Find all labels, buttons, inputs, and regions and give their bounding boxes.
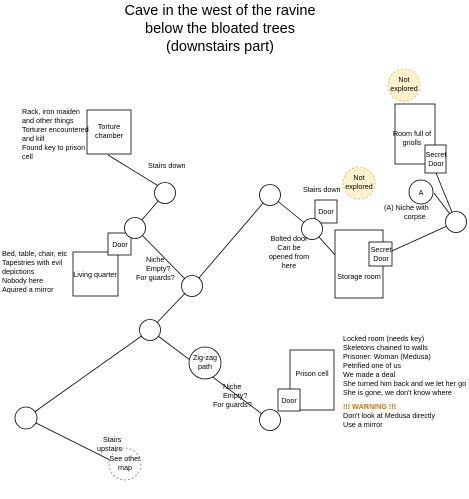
stairs-upstairs-label-2: upstairs (97, 444, 123, 453)
warning-line: Use a mirror (343, 420, 383, 429)
niche-corpse-label-1: (A) Niche with (384, 203, 429, 212)
prison-note-line: Prisoner: Woman (Medusa) (343, 352, 431, 361)
gnolls-room-label-1: Room full of (393, 129, 431, 138)
path-torture-to-junction (107, 154, 166, 191)
niche-label-1a: Niche (146, 255, 164, 264)
prison-note-line: She turned him back and we let her go (343, 379, 467, 388)
not-explored-label-4: explored (345, 182, 373, 191)
torture-note-line: cell (22, 152, 33, 161)
torture-chamber-room (86, 109, 132, 155)
niche-a-label: A (419, 188, 424, 197)
torture-chamber-label-1: Torture (98, 122, 120, 131)
zigzag-label-2: path (198, 362, 212, 371)
junction-circle (301, 218, 323, 240)
gnolls-secret-door-label-1: Secret (426, 150, 447, 159)
see-other-map-label-2: map (118, 463, 132, 472)
storage-secret-door-label-1: Secret (371, 245, 392, 254)
torture-note-line: and kill (22, 134, 45, 143)
title-line-2: below the bloated trees (145, 21, 295, 37)
living-door-label: Door (112, 240, 128, 249)
zigzag-circle (188, 346, 222, 380)
junction-circle (259, 184, 281, 206)
not-explored-label-2: explored (390, 84, 418, 93)
junction-circle (139, 319, 161, 341)
gnolls-secret-door-label-2: Door (428, 159, 444, 168)
torture-note: Rack, iron maiden and other things Tortu… (22, 107, 89, 161)
not-explored-circle-door (342, 166, 376, 200)
warning-line: Don't look at Medusa directly (343, 411, 436, 420)
torture-note-line: and other things (22, 116, 74, 125)
zigzag-label-1: Zig-zag (193, 353, 217, 362)
prison-door (277, 388, 301, 412)
bolted-door-note-4: here (282, 261, 296, 270)
living-quarter-label: Living quarter (73, 270, 117, 279)
diagram-title: Cave in the west of the ravine below the… (95, 2, 345, 56)
living-note: Bed, table, chair, etc Tapestries with e… (2, 249, 67, 294)
storage-secret-door (368, 241, 393, 267)
niche-label-2b: Empty? (223, 391, 247, 400)
prison-note-line: Petrified one of us (343, 361, 401, 370)
junction-circle (181, 275, 203, 297)
living-note-line: Aquired a mirror (2, 285, 54, 294)
torture-note-line: Torturer encountered (22, 125, 89, 134)
prison-note-line: We made a deal (343, 370, 396, 379)
junction-circle (259, 409, 281, 431)
niche-a-circle (408, 179, 434, 205)
prison-cell-label: Prison cell (295, 369, 329, 378)
stairs-down-label-1: Stairs down (148, 161, 186, 170)
bolted-door-note-1: Bolted door (271, 234, 308, 243)
living-note-line: Nobody here (2, 276, 44, 285)
title-line-1: Cave in the west of the ravine (124, 3, 316, 19)
junction-circle (14, 406, 38, 430)
stairs-upstairs-label-1: Stairs (103, 435, 122, 444)
prison-note-line: She is gone, we don't know where (343, 388, 452, 397)
bolted-door-box (314, 199, 338, 224)
storage-room-label: Storage room (337, 272, 381, 281)
prison-note-line: Skeletons chained to walls (343, 343, 428, 352)
path-living-to-niche (134, 227, 193, 287)
junction-circle (154, 182, 176, 204)
prison-note: Locked room (needs key) Skeletons chaine… (343, 334, 466, 429)
living-note-line: Bed, table, chair, etc (2, 249, 68, 258)
torture-note-line: Found key to prison (22, 143, 86, 152)
niche-label-2c: For guards? (213, 400, 252, 409)
junction-circle (445, 211, 467, 233)
torture-note-line: Rack, iron maiden (22, 107, 80, 116)
living-door (107, 232, 132, 256)
living-note-line: depictions (2, 267, 35, 276)
living-quarter-room (72, 251, 119, 297)
see-other-map-label-1: See other (109, 454, 141, 463)
not-explored-circle-gnolls (387, 68, 421, 102)
niche-label-1b: Empty? (146, 264, 170, 273)
see-other-map-circle (108, 447, 142, 481)
niche-corpse-label-2: corpse (404, 212, 426, 221)
prison-note-line: Locked room (needs key) (343, 334, 425, 343)
path-to-lower-left (25, 329, 151, 419)
junction-circle (124, 217, 146, 239)
path-storage-to-junction (382, 221, 457, 256)
gnolls-room-label-2: gnolls (403, 138, 422, 147)
not-explored-label-3: Not (353, 173, 364, 182)
torture-chamber-label-2: chamber (95, 131, 124, 140)
prison-door-label: Door (281, 396, 297, 405)
bolted-door-label: Door (318, 207, 334, 216)
title-line-3: (downstairs part) (166, 39, 274, 55)
path-niche-to-stairs (191, 194, 271, 287)
warning-title: !!! WARNING !!! (343, 402, 397, 411)
not-explored-label-1: Not (398, 75, 409, 84)
stairs-down-label-2: Stairs down (303, 185, 341, 194)
bolted-door-note-3: opened from (269, 252, 309, 261)
gnolls-secret-door (424, 144, 447, 174)
niche-label-2a: Niche (223, 382, 241, 391)
storage-secret-door-label-2: Door (373, 254, 389, 263)
path-to-exit (25, 417, 123, 467)
niche-label-1c: For guards? (136, 273, 175, 282)
bolted-door-note-2: Can be (277, 243, 300, 252)
living-note-line: Tapestries with evil (2, 258, 63, 267)
